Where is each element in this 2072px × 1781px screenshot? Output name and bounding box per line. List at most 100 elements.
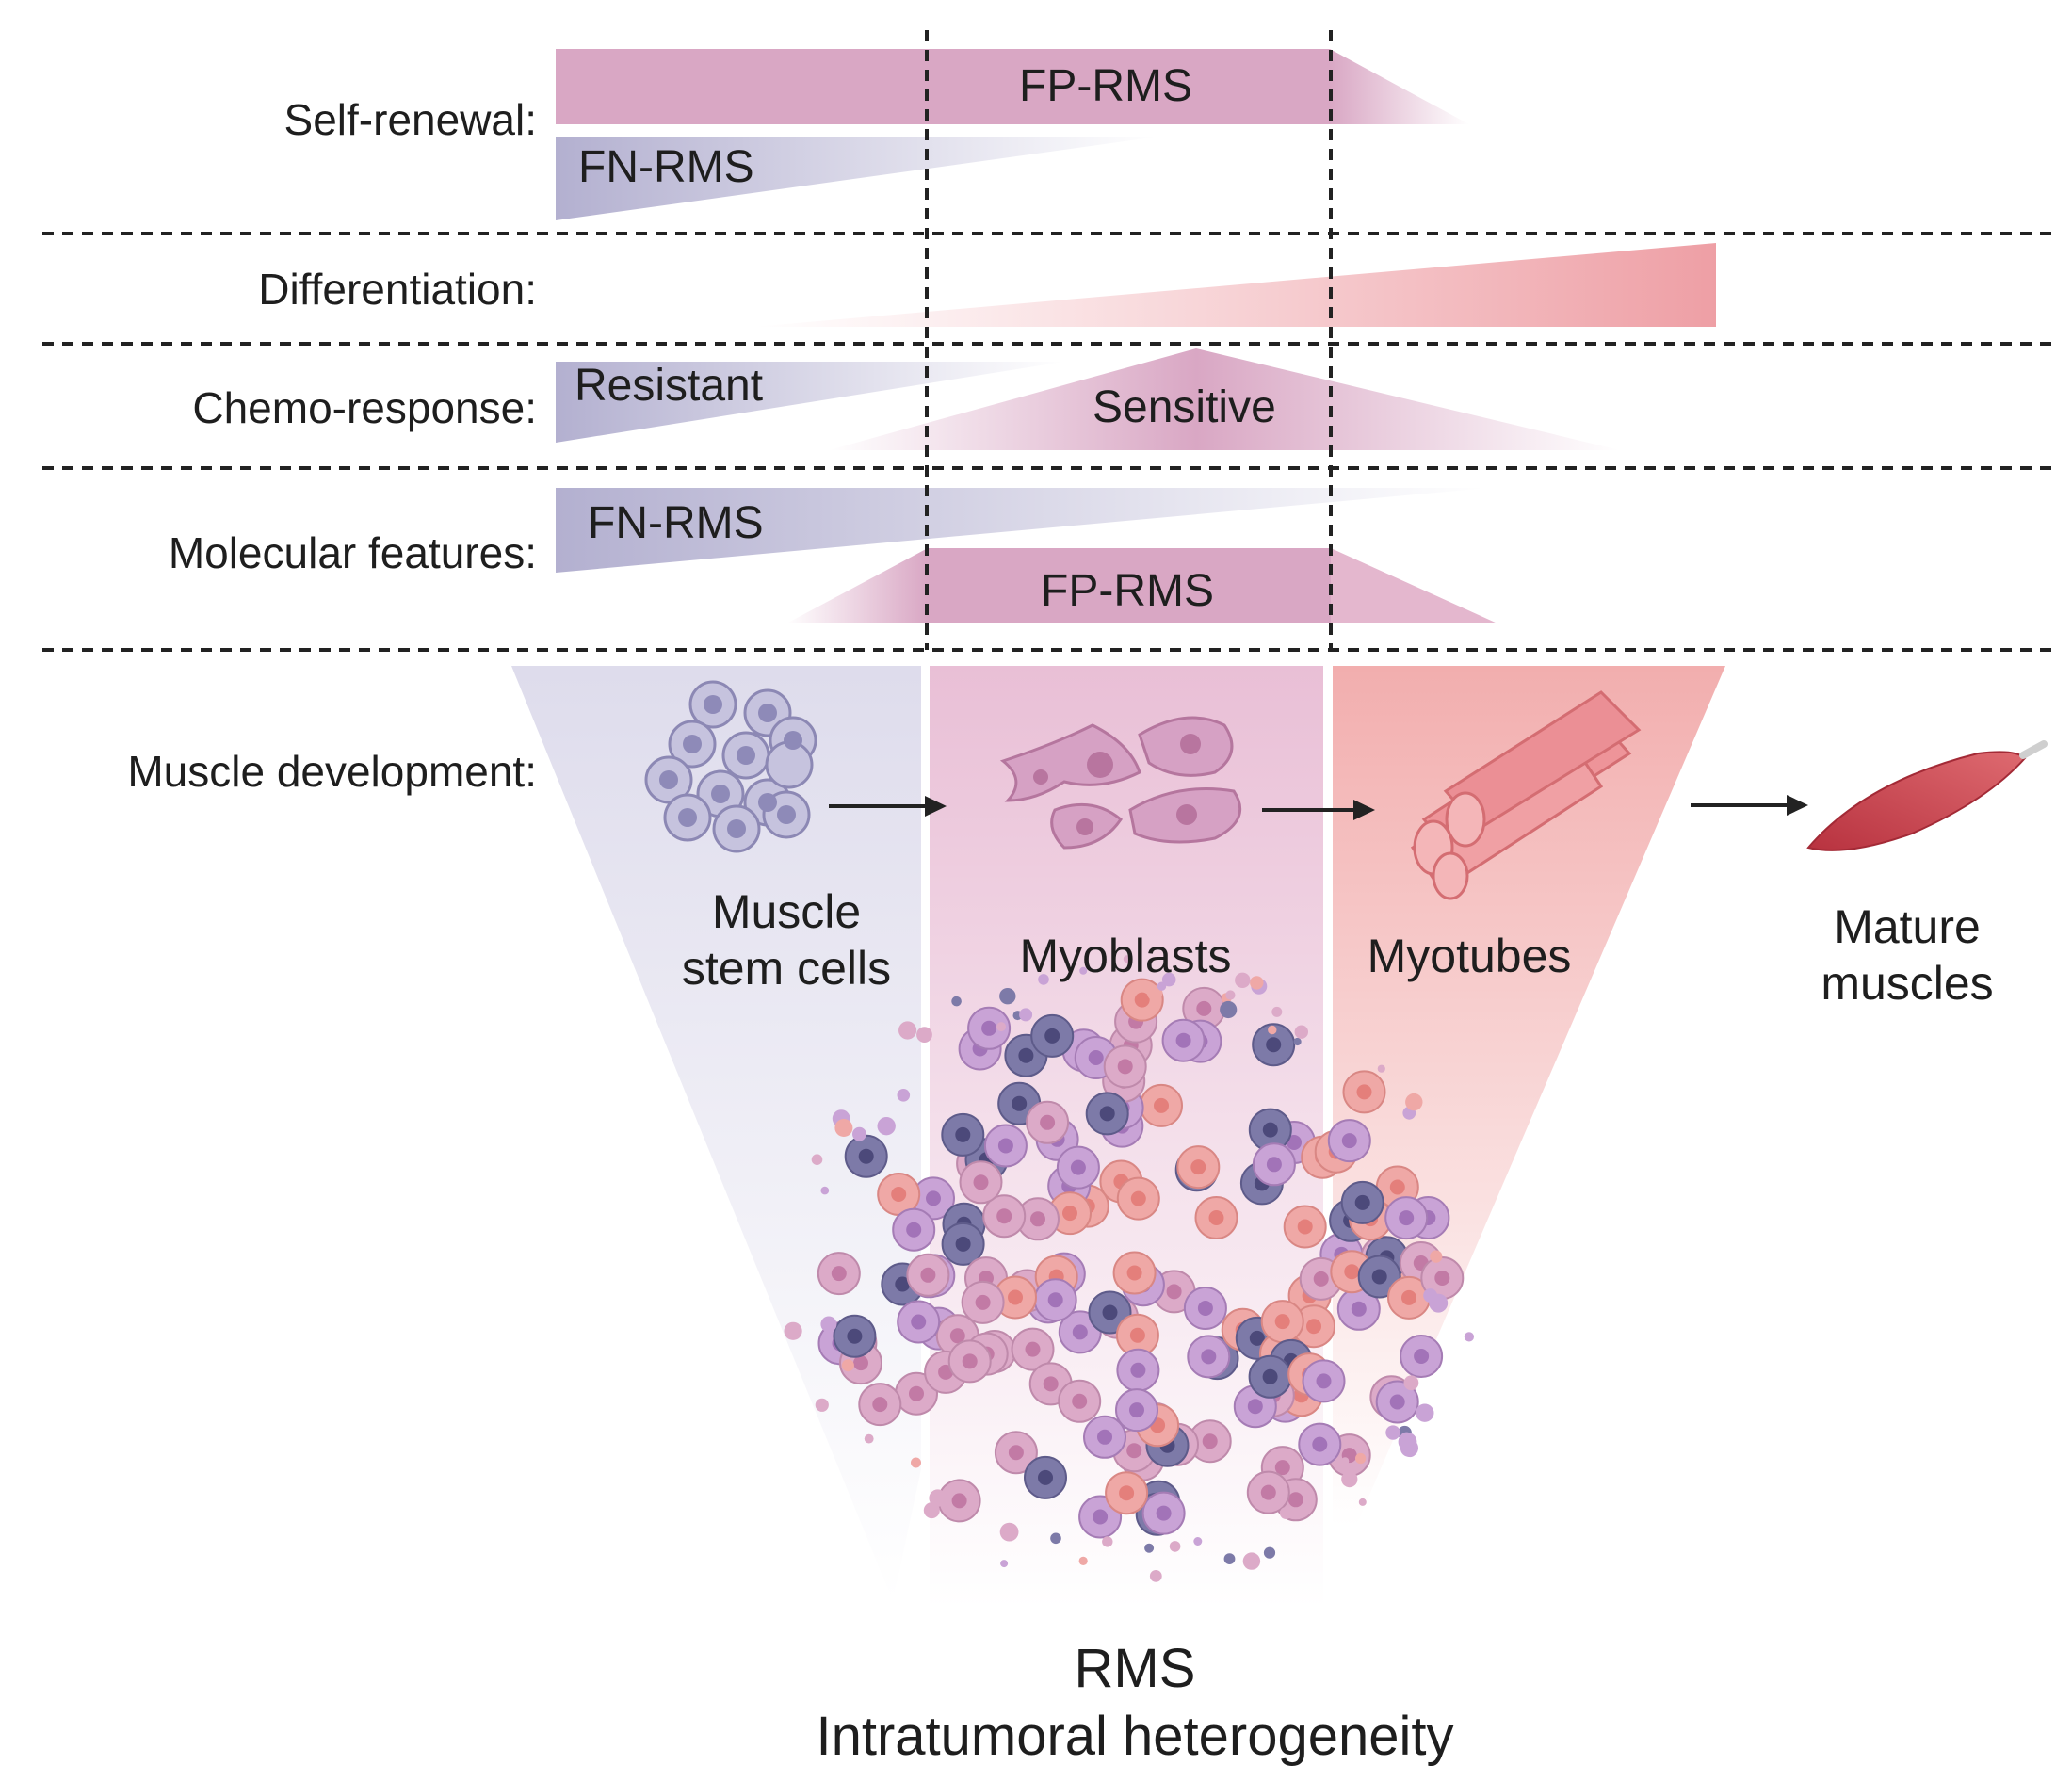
tumor-cell-nucleus	[1088, 1050, 1104, 1065]
tumor-debris	[877, 1117, 896, 1136]
tumor-cell-nucleus	[1070, 1159, 1086, 1175]
tumor-debris	[1078, 1556, 1088, 1565]
molecular-fp-label: FP-RMS	[1041, 566, 1214, 616]
tumor-cell-nucleus	[1389, 1179, 1405, 1195]
stem-cell-cluster-icon	[644, 680, 817, 853]
tumor-cell-nucleus	[1434, 1271, 1450, 1286]
tumor-debris	[1355, 1452, 1367, 1465]
tumor-cell-nucleus	[1030, 1211, 1045, 1227]
tumor-cell-nucleus	[975, 1294, 991, 1310]
tumor-debris	[1220, 1000, 1238, 1019]
tumor-cell-nucleus	[1018, 1047, 1034, 1063]
tumor-debris	[1123, 955, 1131, 963]
dashed-grid	[42, 30, 2053, 652]
tumor-debris	[1293, 1037, 1302, 1046]
tumor-cell-nucleus	[1099, 1106, 1115, 1122]
self-renewal-fp-label: FP-RMS	[1019, 61, 1192, 111]
tumor-cell-nucleus	[973, 1174, 989, 1190]
tumor-cell-nucleus	[891, 1187, 907, 1202]
tumor-cell-nucleus	[1072, 1324, 1088, 1340]
self-renewal-fn-bar	[556, 137, 1158, 220]
row-label-molecular-features: Molecular features:	[168, 528, 537, 577]
tumor-debris	[897, 1089, 911, 1102]
tumor-cell-nucleus	[1306, 1319, 1321, 1335]
tumor-debris	[1416, 1403, 1434, 1422]
tumor-debris	[1377, 1064, 1385, 1073]
tumor-debris	[1225, 990, 1236, 1000]
tumor-cell-nucleus	[1156, 1505, 1172, 1521]
row-label-muscle-development: Muscle development:	[127, 747, 537, 796]
tumor-cell-nucleus	[1262, 1368, 1278, 1384]
figure-title-heterogeneity: Intratumoral heterogeneity	[816, 1706, 1454, 1767]
tumor-cell-nucleus	[1399, 1210, 1415, 1226]
tumor-debris	[1263, 1546, 1276, 1559]
tumor-debris	[1464, 1332, 1474, 1342]
tumor-debris	[815, 1398, 829, 1412]
tumor-cell-nucleus	[1130, 1190, 1146, 1206]
tumor-debris	[784, 1321, 802, 1340]
tumor-cell-nucleus	[1208, 1210, 1224, 1225]
tumor-cell-nucleus	[1126, 1265, 1142, 1281]
tumor-debris	[1358, 1498, 1367, 1506]
tumor-debris	[1161, 972, 1176, 987]
tumor-cell-nucleus	[895, 1276, 911, 1292]
tumor-cell-nucleus	[1414, 1349, 1430, 1364]
tumor-cell-nucleus	[1287, 1492, 1303, 1508]
tumor-cell-nucleus	[1312, 1436, 1328, 1452]
tumor-debris	[1235, 972, 1251, 989]
tumor-cell-nucleus	[1401, 1289, 1416, 1305]
tumor-cell-nucleus	[1356, 1084, 1372, 1100]
mature-muscle-icon	[1806, 740, 2048, 851]
tumor-cell-nucleus	[1341, 1133, 1357, 1149]
tumor-cell-nucleus	[1249, 1330, 1265, 1346]
tumor-cell-nucleus	[1012, 1095, 1028, 1111]
tumor-debris	[1149, 1570, 1162, 1582]
tumor-cell-nucleus	[1274, 1460, 1290, 1476]
tumor-cell-nucleus	[1038, 1469, 1053, 1485]
arrow-myoblast-to-myotube	[1262, 800, 1375, 820]
tumor-cell-nucleus	[853, 1355, 868, 1371]
tumor-cell-nucleus	[1126, 1443, 1142, 1459]
tumor-debris	[1385, 1425, 1400, 1440]
tumor-cell-nucleus	[949, 1328, 965, 1344]
tumor-cell-nucleus	[926, 1190, 941, 1206]
tumor-cell-nucleus	[1196, 1000, 1212, 1016]
tumor-debris	[898, 1021, 917, 1040]
tumor-cell-nucleus	[1175, 1032, 1191, 1048]
tumor-debris	[1250, 976, 1264, 990]
myotube-bundle-icon	[1410, 690, 1642, 900]
tumor-cell-nucleus	[1274, 1314, 1290, 1330]
figure-title-rms: RMS	[1074, 1638, 1196, 1699]
tumor-debris	[852, 1126, 866, 1141]
tumor-cell-nucleus	[1297, 1219, 1313, 1235]
tumor-debris	[811, 1154, 823, 1165]
tumor-cell-nucleus	[1389, 1394, 1405, 1410]
tumor-debris	[820, 1316, 837, 1333]
tumor-debris	[1341, 1457, 1350, 1465]
tumor-cell-nucleus	[1043, 1376, 1059, 1392]
tumor-cell-nucleus	[1166, 1284, 1182, 1300]
stage-label-mature: Mature muscles	[1821, 900, 1994, 1010]
tumor-cell-nucleus	[981, 1020, 997, 1036]
tumor-debris	[1000, 1560, 1009, 1568]
tumor-cell-nucleus	[1316, 1373, 1332, 1389]
tumor-debris	[916, 1027, 932, 1043]
stage-label-myotubes: Myotubes	[1367, 930, 1572, 982]
tumor-debris	[1169, 1541, 1181, 1552]
tumor-cell-nucleus	[1047, 1292, 1063, 1308]
tumor-debris	[911, 1457, 921, 1468]
self-renewal-fn-label: FN-RMS	[578, 142, 754, 192]
tumor-cell-nucleus	[1351, 1301, 1367, 1317]
myoblast-cluster-icon	[999, 716, 1242, 850]
tumor-debris	[1403, 1445, 1416, 1458]
tumor-cell-nucleus	[1008, 1445, 1024, 1461]
molecular-fp-bar	[786, 548, 1497, 623]
chemo-resistant-label: Resistant	[575, 361, 764, 411]
arrow-myotube-to-mature	[1691, 795, 1808, 816]
tumor-cell-nucleus	[909, 1385, 924, 1401]
tumor-cell-nucleus	[847, 1328, 863, 1344]
tumor-debris	[820, 1186, 830, 1195]
tumor-cell-nucleus	[1129, 1402, 1144, 1418]
tumor-cell-nucleus	[1266, 1157, 1282, 1173]
